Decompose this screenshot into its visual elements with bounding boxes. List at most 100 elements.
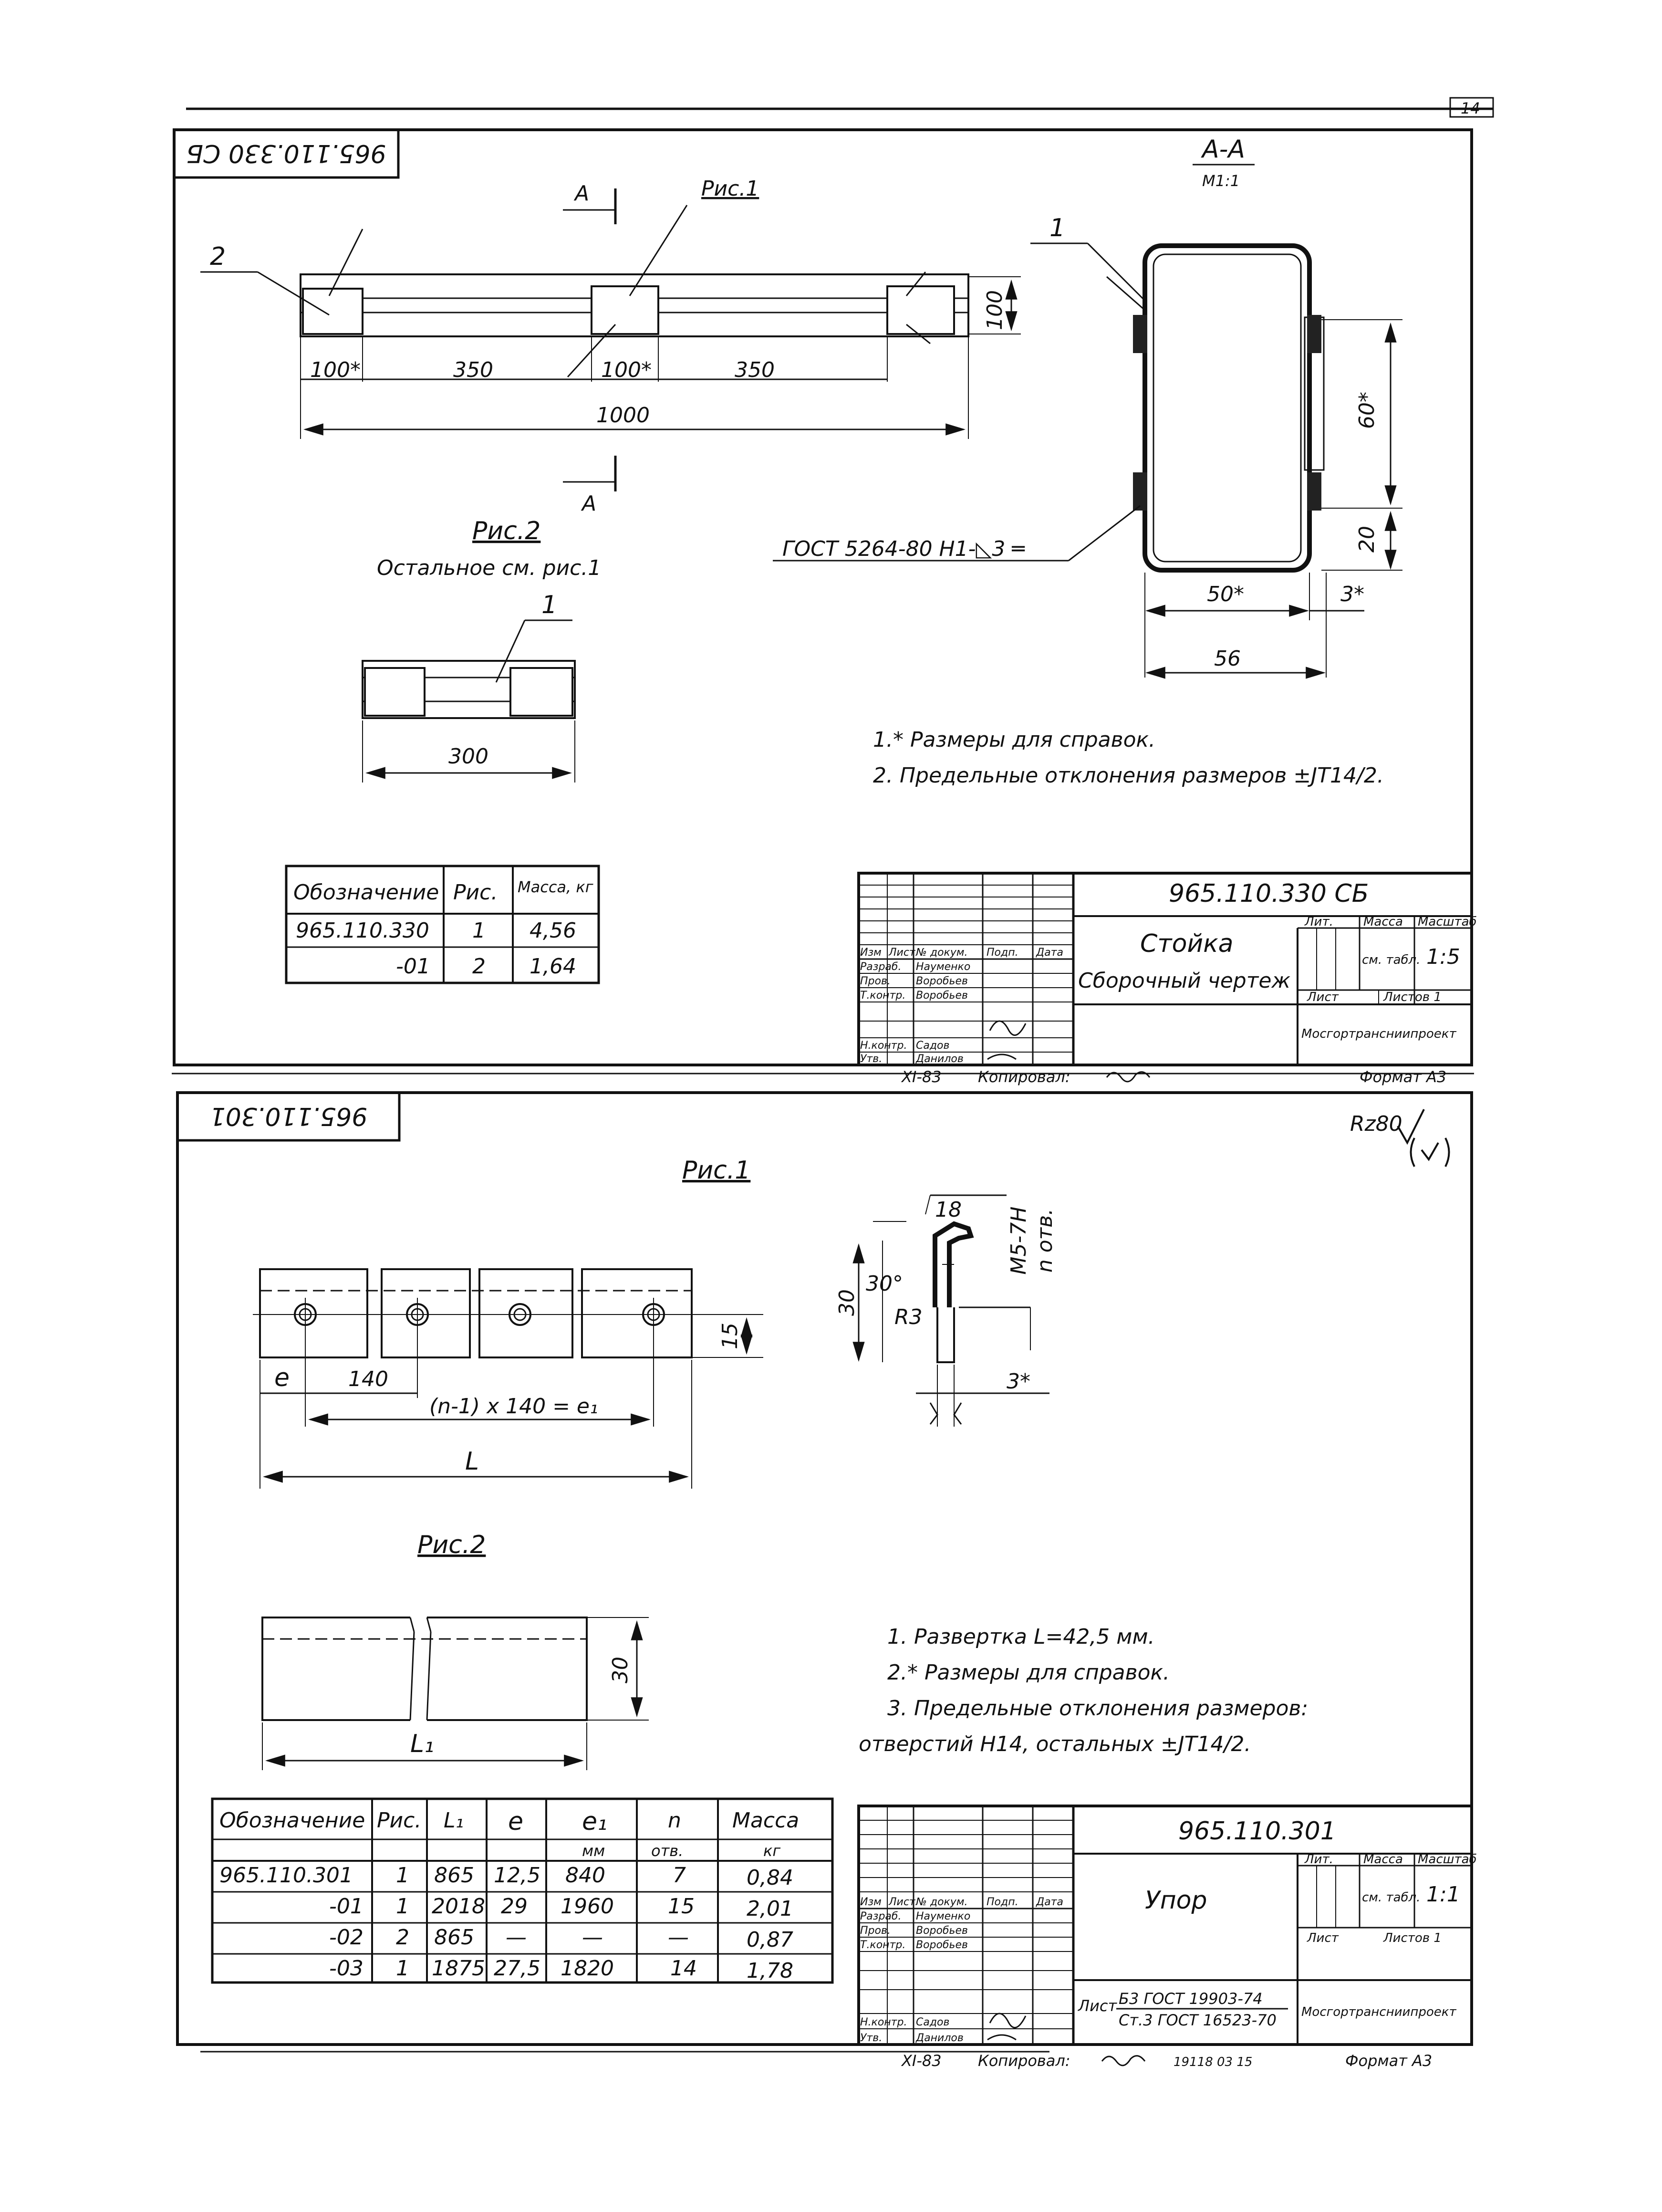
tb1-role-0: Разраб.: [860, 961, 901, 973]
fig1-label: Рис.1: [701, 177, 759, 201]
footer2-format: Формат А3: [1345, 2052, 1432, 2070]
tb2-head-0: Изм: [860, 1896, 882, 1908]
spec1-r0-c1: 1: [472, 918, 486, 943]
spec2-u-6: кг: [763, 1842, 780, 1860]
tb2-lit-label: Лит.: [1304, 1852, 1333, 1867]
spec2-u-5: отв.: [651, 1842, 683, 1860]
cut-mark-bottom: А: [581, 491, 596, 516]
tb2-designation: 965.110.301: [1178, 1817, 1336, 1846]
tb1-lit-label: Лит.: [1304, 915, 1333, 929]
dim-mid-plate: 100*: [601, 358, 652, 382]
tb2-head-3: Подп.: [987, 1896, 1018, 1908]
spec2-r2-c4: —: [582, 1925, 603, 1950]
s2-dim-radius: R3: [894, 1305, 923, 1329]
dim-span-b: 350: [735, 358, 775, 382]
spec1-r1-c2: 1,64: [530, 954, 576, 979]
tb2-material-prefix: Лист: [1078, 1997, 1117, 2015]
spec2-r1-c2: 2018: [432, 1894, 485, 1919]
tb1-sheet-label: Лист: [1307, 990, 1339, 1004]
s2-dim-blank-length: L₁: [410, 1730, 434, 1758]
tb2-material-top: Б3 ГОСТ 19903-74: [1119, 1990, 1263, 2008]
section-scale: М1:1: [1202, 172, 1240, 190]
tb2-head-1: Лист: [888, 1896, 916, 1908]
tb1-role-1: Пров.: [860, 975, 891, 987]
note-1: 1.* Размеры для справок.: [873, 728, 1155, 752]
tb2-material-bottom: Ст.3 ГОСТ 16523-70: [1119, 2011, 1277, 2029]
fig2-pos-1: 1: [541, 591, 557, 619]
sheet-2: 965.110.301 Rz80 Рис.1: [176, 1091, 1477, 2070]
assembly-view: Рис.1 А А 2 100: [200, 177, 1021, 516]
s2-dim-length: L: [465, 1447, 479, 1476]
page-number: 14: [1461, 99, 1480, 117]
s2-fig2-label: Рис.2: [417, 1531, 486, 1559]
spec2-h-2: L₁: [444, 1808, 464, 1833]
tb2-revision-grid: Изм Лист № докум. Подп. Дата Разраб. Нау…: [859, 1806, 1073, 2045]
spec2-r1-c6: 2,01: [747, 1897, 793, 1921]
tb2-name: Упор: [1145, 1886, 1207, 1915]
tb1-name: Стойка: [1140, 929, 1233, 958]
tb1-signature: [987, 1020, 1027, 1060]
strip-plan-view: Рис.1 15 e 140: [253, 1156, 763, 1489]
spec2-r3-c3: 27,5: [494, 1956, 540, 1981]
tb2-scale-value: 1:1: [1426, 1882, 1460, 1907]
tb1-role-3: Н.контр.: [860, 1040, 907, 1052]
tb1-revision-grid: Изм Лист № докум. Подп. Дата Разраб. Нау…: [859, 873, 1073, 1065]
footer2-copied: Копировал:: [978, 2052, 1070, 2070]
section-a-a: А-А М1:1 1 60* 20 50*: [773, 135, 1402, 679]
s2-note-3: 3. Предельные отклонения размеров:: [887, 1696, 1308, 1721]
sheet-2-frame: [176, 1091, 1473, 2046]
spec2-r0-c3: 12,5: [494, 1863, 540, 1888]
tb2-role-2: Т.контр.: [860, 1939, 905, 1951]
spec1-h-designation: Обозначение: [293, 880, 439, 905]
dim-outer-width: 56: [1214, 647, 1241, 671]
tb2-role-4: Утв.: [860, 2032, 882, 2044]
dim-span-a: 350: [453, 358, 493, 382]
spec2-r3-c4: 1820: [561, 1956, 614, 1981]
tb2-mass-label: Масса: [1363, 1852, 1403, 1867]
tb2-person-2: Воробьев: [916, 1939, 968, 1951]
section-label: А-А: [1201, 135, 1245, 164]
spec2-r0-c6: 0,84: [747, 1866, 793, 1890]
spec2-r2-c2: 865: [434, 1925, 474, 1950]
fig2-note: Остальное см. рис.1: [377, 556, 601, 580]
pos-2-label: 2: [210, 242, 226, 271]
dim-lip: 20: [1355, 526, 1379, 553]
spec1-r0-c2: 4,56: [530, 918, 576, 943]
footer2-copier-signature: [1101, 2055, 1146, 2066]
spec2-r3-c6: 1,78: [747, 1959, 793, 1983]
spec2-r0-c1: 1: [396, 1863, 409, 1888]
spec1-h-mass: Масса, кг: [518, 878, 593, 896]
spec2-h-0: Обозначение: [219, 1808, 365, 1833]
s2-note-2: 2.* Размеры для справок.: [887, 1660, 1170, 1685]
s2-dim-hole-offset: 15: [718, 1323, 742, 1349]
tb1-head-4: Дата: [1036, 947, 1063, 959]
sheet-2-spec-table: Обозначение Рис. L₁ e e₁ n Масса мм отв.…: [211, 1797, 834, 1984]
s2-dim-blank-height: 30: [608, 1657, 633, 1683]
spec2-r2-c3: —: [506, 1925, 527, 1950]
tb1-person-4: Данилов: [915, 1053, 964, 1065]
tb2-sheets-label: Листов 1: [1383, 1931, 1442, 1945]
spec1-r1-c0: -01: [396, 954, 430, 979]
spec2-u-3: мм: [582, 1842, 605, 1860]
spec2-r0-c2: 865: [434, 1863, 474, 1888]
tb1-scale-label: Масштаб: [1418, 915, 1477, 929]
tb1-org: Мосгортрансниипроект: [1301, 1027, 1456, 1041]
spec2-r1-c4: 1960: [561, 1894, 614, 1919]
tb2-mass-value: см. табл.: [1362, 1890, 1420, 1905]
section-pos-1: 1: [1049, 214, 1065, 242]
tb2-role-0: Разраб.: [860, 1910, 901, 1922]
tb1-person-3: Садов: [916, 1040, 949, 1052]
spec1-r0-c0: 965.110.330: [296, 918, 429, 943]
spec2-r3-c0: -03: [329, 1956, 364, 1981]
tb1-scale-value: 1:5: [1426, 945, 1460, 969]
spec2-h-4: e₁: [582, 1807, 607, 1836]
s2-dim-thickness: 3*: [1007, 1369, 1030, 1394]
dim-wall: 3*: [1340, 582, 1364, 606]
s2-dim-flange: 18: [935, 1198, 962, 1222]
tb1-doc-type: Сборочный чертеж: [1078, 969, 1290, 993]
spec2-h-1: Рис.: [377, 1808, 421, 1833]
spec2-h-3: e: [508, 1807, 523, 1836]
tb2-role-3: Н.контр.: [860, 2016, 907, 2028]
footer1-copied: Копировал:: [978, 1068, 1070, 1086]
s2-dim-pitch: 140: [348, 1367, 388, 1391]
